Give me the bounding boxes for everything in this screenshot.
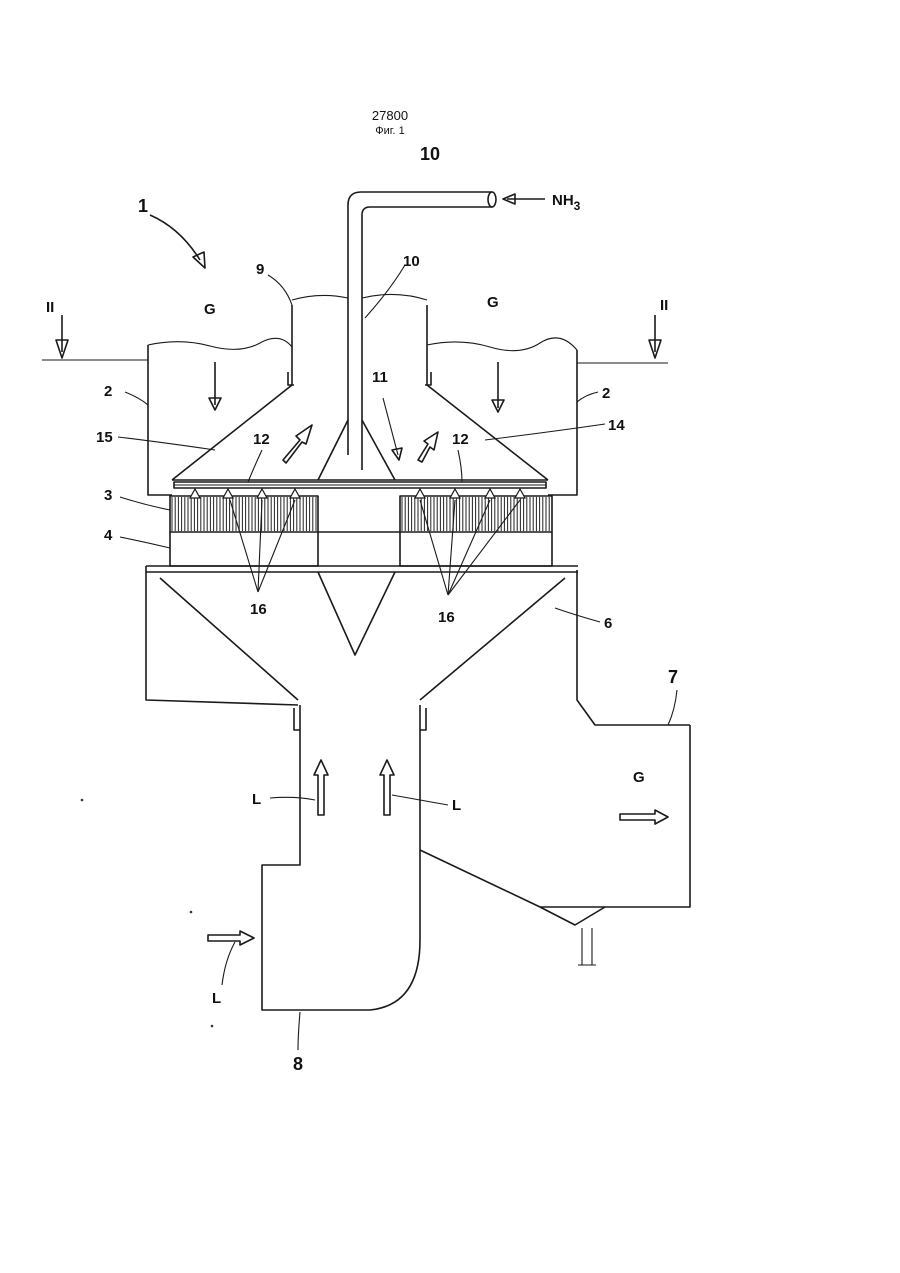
central-duct xyxy=(262,705,420,1010)
label-l-right: L xyxy=(452,797,461,814)
label-1: 1 xyxy=(138,196,148,216)
nozzle xyxy=(290,489,300,498)
label-11: 11 xyxy=(372,369,388,386)
nozzle xyxy=(257,489,267,498)
nh3-subscript: 3 xyxy=(574,199,581,213)
ammonia-pipe xyxy=(348,192,496,470)
label-nh3: NH3 xyxy=(552,192,581,213)
nh3-main: NH xyxy=(552,192,574,209)
label-10-mid: 10 xyxy=(403,253,420,270)
scan-specks xyxy=(81,799,214,1028)
label-g-right: G xyxy=(487,294,499,311)
mixing-section xyxy=(146,532,578,572)
injection-lance xyxy=(174,482,546,488)
section-label-left: II xyxy=(46,299,54,316)
label-16-right: 16 xyxy=(438,609,455,626)
catalyst-bed xyxy=(170,496,552,532)
label-8: 8 xyxy=(293,1054,303,1074)
nozzle xyxy=(190,489,200,498)
label-14: 14 xyxy=(608,417,625,434)
label-2-left: 2 xyxy=(104,383,112,400)
lower-hopper xyxy=(146,566,690,730)
label-6: 6 xyxy=(604,615,612,632)
label-9: 9 xyxy=(256,261,264,278)
nozzle xyxy=(450,489,460,498)
outlet-chamber xyxy=(420,725,690,965)
label-12-right: 12 xyxy=(452,431,469,448)
label-2-right: 2 xyxy=(602,385,610,402)
leader-lines xyxy=(118,265,677,1050)
nozzle xyxy=(485,489,495,498)
label-l-left: L xyxy=(252,791,261,808)
label-4: 4 xyxy=(104,527,113,544)
section-label-right: II xyxy=(660,297,668,314)
label-g-left: G xyxy=(204,301,216,318)
label-15: 15 xyxy=(96,429,113,446)
label-3: 3 xyxy=(104,487,112,504)
label-7: 7 xyxy=(668,667,678,687)
label-12-left: 12 xyxy=(253,431,270,448)
flow-arrows xyxy=(42,194,668,945)
nozzle xyxy=(415,489,425,498)
label-g-out: G xyxy=(633,769,645,786)
label-l-inlet: L xyxy=(212,990,221,1007)
distribution-cone xyxy=(172,385,548,480)
nozzle xyxy=(515,489,525,498)
nozzle xyxy=(223,489,233,498)
label-10-top: 10 xyxy=(420,144,440,164)
label-16-left: 16 xyxy=(250,601,267,618)
